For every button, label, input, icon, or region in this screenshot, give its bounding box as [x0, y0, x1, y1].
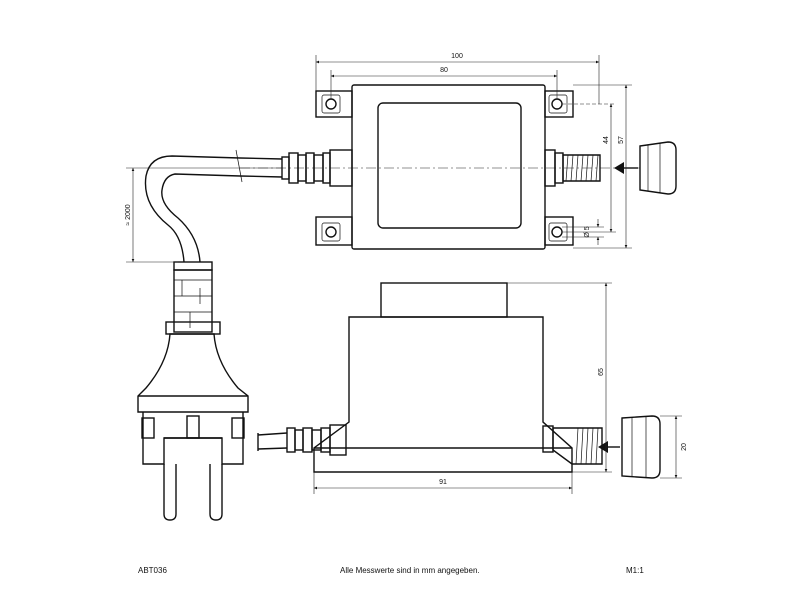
dimension-labels: 100 80 44 57 Ø 5 ≈ 2000 65 91 20	[125, 53, 688, 486]
side-input-gland	[257, 424, 347, 456]
dim-height-side: 65	[598, 368, 605, 376]
power-cable	[144, 149, 283, 263]
dim-hole-spacing-x: 80	[440, 67, 448, 74]
scale-label: M1:1	[626, 566, 644, 575]
dim-hole-diameter: Ø 5	[584, 226, 591, 237]
dim-height-top: 57	[618, 136, 625, 144]
dim-hole-spacing-y: 44	[603, 136, 610, 144]
dim-cable-length: ≈ 2000	[125, 204, 132, 225]
top-view	[144, 84, 677, 263]
side-output-connector	[542, 425, 603, 465]
dim-base-length: 91	[439, 479, 447, 486]
side-connector-cap	[621, 415, 661, 479]
dim-cap-size: 20	[681, 443, 688, 451]
schuko-plug	[137, 261, 249, 521]
output-connector	[544, 149, 601, 187]
side-top-block	[380, 282, 508, 318]
insert-arrow	[614, 162, 638, 174]
dimension-lines	[126, 55, 682, 494]
input-cable-gland	[281, 149, 353, 187]
housing-top-inner	[377, 102, 522, 229]
dim-width-total: 100	[451, 53, 463, 60]
housing-top	[351, 84, 546, 250]
measurement-note: Alle Messwerte sind in mm angegeben.	[340, 566, 480, 575]
connector-cap	[639, 141, 677, 195]
side-view	[257, 282, 661, 479]
article-code: ABT036	[138, 566, 167, 575]
side-body	[313, 316, 573, 473]
